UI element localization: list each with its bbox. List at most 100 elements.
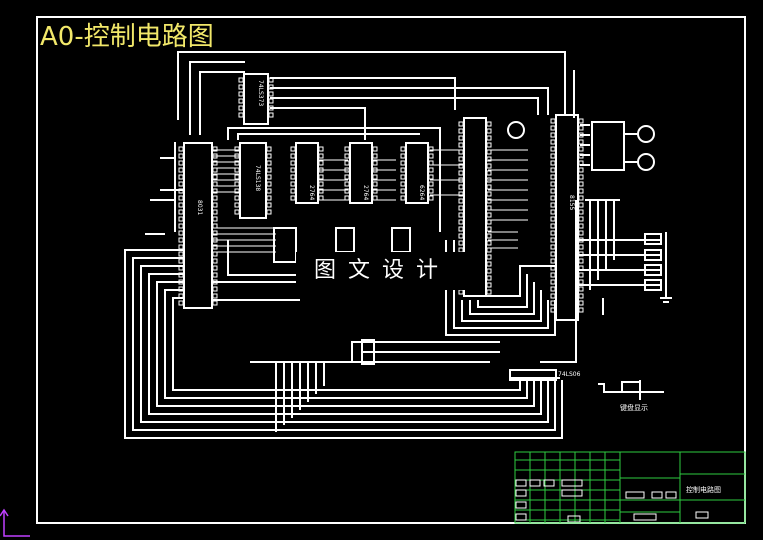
chip-pin	[578, 272, 584, 278]
chip-pin	[268, 84, 274, 90]
chip-pin	[234, 146, 240, 152]
title-block-grid	[515, 452, 620, 523]
chip-pin	[428, 174, 434, 180]
chip-pin	[578, 167, 584, 173]
chip-pin	[178, 258, 184, 264]
chip-pin	[550, 265, 556, 271]
pin-stubs	[212, 149, 528, 253]
chip-pin	[550, 167, 556, 173]
chip-pin	[550, 188, 556, 194]
chip-pin	[266, 146, 272, 152]
chip-pin	[578, 279, 584, 285]
chip-pin	[212, 223, 218, 229]
chip-pin	[458, 184, 464, 190]
chip-pin	[458, 289, 464, 295]
chip-2764-a	[295, 142, 319, 204]
chip-pin	[268, 77, 274, 83]
chip-pin	[178, 195, 184, 201]
chip-pin	[234, 181, 240, 187]
chip-pin	[550, 293, 556, 299]
chip-pin	[550, 307, 556, 313]
chip-pin	[318, 167, 324, 173]
chip-pin	[178, 174, 184, 180]
chip-pin	[458, 163, 464, 169]
ucs-axis-icon	[0, 508, 30, 537]
chip-8031	[183, 142, 213, 309]
chip-pin	[266, 202, 272, 208]
chip-pin	[458, 156, 464, 162]
chip-pin	[486, 156, 492, 162]
chip-pin	[550, 258, 556, 264]
chip-pin	[550, 300, 556, 306]
chip-pin	[578, 286, 584, 292]
chip-pin	[400, 195, 406, 201]
chip-pin	[486, 163, 492, 169]
chip-pin	[266, 195, 272, 201]
chip-pin	[212, 146, 218, 152]
drawing-title: A0-控制电路图	[40, 22, 214, 52]
gate-block-b	[335, 227, 355, 253]
chip-pin	[212, 188, 218, 194]
chip-pin	[458, 226, 464, 232]
label-keypad: 键盘显示	[620, 403, 648, 412]
chip-pin	[578, 293, 584, 299]
chip-pin	[486, 198, 492, 204]
chip-pin	[178, 300, 184, 306]
chip-pin	[486, 282, 492, 288]
switch-icon	[644, 264, 662, 276]
chip-pin	[238, 112, 244, 118]
chip-pin	[212, 230, 218, 236]
chip-pin	[458, 212, 464, 218]
chip-pin	[458, 121, 464, 127]
chip-pin	[212, 202, 218, 208]
chip-74ls06	[509, 369, 557, 381]
chip-pin	[212, 237, 218, 243]
chip-pin	[178, 167, 184, 173]
chip-pin	[178, 237, 184, 243]
chip-pin	[428, 160, 434, 166]
chip-pin	[428, 195, 434, 201]
chip-pin	[400, 174, 406, 180]
chip-pin	[400, 188, 406, 194]
chip-pin	[578, 132, 584, 138]
chip-pin	[290, 188, 296, 194]
chip-pin	[578, 139, 584, 145]
chip-pin	[318, 153, 324, 159]
chip-pin	[428, 188, 434, 194]
chip-pin	[550, 125, 556, 131]
chip-pin	[400, 160, 406, 166]
chip-pin	[212, 272, 218, 278]
chip-pin	[266, 174, 272, 180]
chip-pin	[290, 160, 296, 166]
chip-pin	[344, 167, 350, 173]
chip-pin	[400, 167, 406, 173]
watermark-text: 图文设计	[296, 252, 468, 290]
chip-pin	[290, 174, 296, 180]
chip-pin	[318, 181, 324, 187]
chip-pin	[178, 209, 184, 215]
chip-pin	[318, 195, 324, 201]
indicator-lamp-icon	[637, 125, 655, 143]
chip-pin	[578, 307, 584, 313]
label-8155: 8155	[568, 195, 575, 210]
chip-pin	[290, 195, 296, 201]
chip-pin	[178, 202, 184, 208]
chip-pin	[234, 153, 240, 159]
chip-pin	[234, 160, 240, 166]
gate-block-c	[391, 227, 411, 253]
chip-pin	[268, 105, 274, 111]
label-8031: 8031	[196, 200, 203, 215]
chip-pin	[486, 142, 492, 148]
chip-pin	[486, 254, 492, 260]
chip-pin	[178, 223, 184, 229]
chip-pin	[578, 118, 584, 124]
chip-8155	[555, 114, 579, 321]
chip-pin	[486, 184, 492, 190]
chip-pin	[344, 146, 350, 152]
chip-pin	[550, 160, 556, 166]
chip-pin	[578, 300, 584, 306]
relay-block	[591, 121, 625, 171]
chip-pin	[578, 146, 584, 152]
